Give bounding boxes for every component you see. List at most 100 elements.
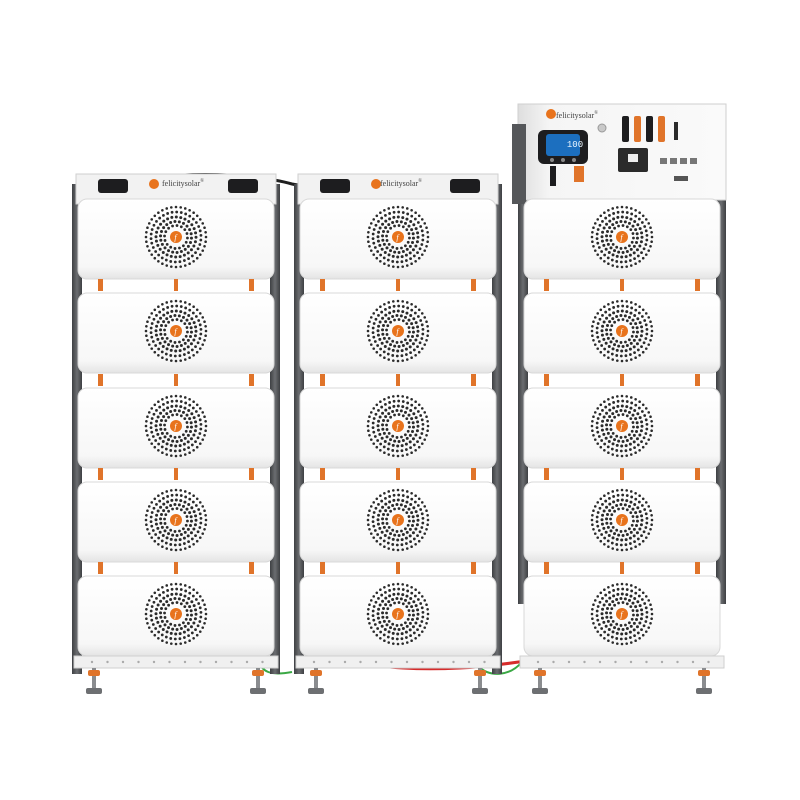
frame-rail-right [716, 114, 726, 604]
base-vent [483, 660, 486, 664]
speaker-grille: f [366, 488, 430, 552]
module-link [249, 468, 254, 480]
speaker-grille: f [144, 205, 208, 269]
leveling-foot-pad [472, 688, 488, 694]
logo-letter: f [174, 610, 178, 619]
base-vent [436, 660, 440, 664]
module-link [174, 374, 178, 386]
base-vent [245, 660, 249, 664]
lcd-button [572, 158, 576, 162]
brand-logo [170, 231, 182, 243]
module-link [695, 562, 700, 574]
speaker-grille: f [366, 205, 430, 269]
leveling-foot-rod [256, 668, 260, 690]
brand-logo [616, 420, 628, 432]
module-link [471, 374, 476, 386]
leveling-foot-rod [314, 668, 318, 690]
base-vent [660, 660, 664, 664]
module-link [320, 374, 325, 386]
speaker-grille: f [590, 299, 654, 363]
cable-connector [574, 166, 584, 182]
tower-base [519, 655, 725, 669]
base-vent [230, 660, 233, 664]
module-link [620, 562, 624, 574]
base-vent [261, 660, 264, 664]
module-link [471, 468, 476, 480]
brand-logo [392, 325, 404, 337]
module-link [249, 279, 254, 291]
module-link [320, 279, 325, 291]
brand-logo [616, 514, 628, 526]
comm-port [660, 158, 667, 164]
base-vent [598, 660, 602, 664]
tower-base [295, 655, 501, 669]
logo-letter: f [396, 422, 400, 431]
logo-letter: f [174, 327, 178, 336]
logo-letter: f [620, 516, 624, 525]
logo-letter: f [396, 233, 400, 242]
module-link [320, 468, 325, 480]
comm-port [670, 158, 677, 164]
base-vent [536, 660, 540, 664]
brand-logo [616, 608, 628, 620]
frame-rail-left [518, 114, 528, 604]
leveling-foot-pad [308, 688, 324, 694]
comm-port [680, 158, 687, 164]
power-terminal [658, 116, 665, 142]
frame-rail-right [492, 184, 502, 674]
logo-letter: f [174, 516, 178, 525]
speaker-grille: f [366, 299, 430, 363]
top-connector [450, 179, 480, 193]
logo-letter: f [620, 327, 624, 336]
power-terminal [622, 116, 629, 142]
cable-connector [550, 166, 556, 186]
leveling-foot-nut [698, 670, 710, 676]
brand-logo [392, 420, 404, 432]
brand-logo [616, 231, 628, 243]
base-vent [691, 660, 695, 664]
brand-logo [170, 514, 182, 526]
controller-side-panel [512, 124, 526, 204]
brand-logo [392, 608, 404, 620]
leveling-foot-pad [696, 688, 712, 694]
module-link [174, 562, 178, 574]
module-link [320, 562, 325, 574]
base-vent [312, 660, 316, 664]
base-vent [152, 660, 156, 664]
brand-logo [170, 325, 182, 337]
module-link [249, 374, 254, 386]
lcd-button [550, 158, 554, 162]
module-link [396, 279, 400, 291]
speaker-grille: f [590, 488, 654, 552]
base-vent [467, 660, 471, 664]
module-link [544, 468, 549, 480]
leveling-foot-pad [86, 688, 102, 694]
top-connector [98, 179, 128, 193]
frame-rail-left [294, 184, 304, 674]
base-vent [343, 660, 347, 664]
antenna [674, 122, 678, 140]
module-link [396, 374, 400, 386]
leveling-foot-pad [250, 688, 266, 694]
frame-rail-right [270, 184, 280, 674]
module-link [471, 279, 476, 291]
base-vent [707, 660, 710, 664]
leveling-foot-nut [310, 670, 322, 676]
module-link [544, 562, 549, 574]
leveling-foot-rod [92, 668, 96, 690]
base-vent [359, 660, 362, 664]
module-link [174, 279, 178, 291]
breaker-switch [628, 154, 638, 162]
module-link [98, 562, 103, 574]
module-link [98, 374, 103, 386]
module-link [544, 374, 549, 386]
top-connector [228, 179, 258, 193]
base-vent [567, 660, 571, 664]
leveling-foot-nut [88, 670, 100, 676]
speaker-grille: f [590, 205, 654, 269]
lcd-button [561, 158, 565, 162]
leveling-foot-rod [702, 668, 706, 690]
power-terminal [646, 116, 653, 142]
